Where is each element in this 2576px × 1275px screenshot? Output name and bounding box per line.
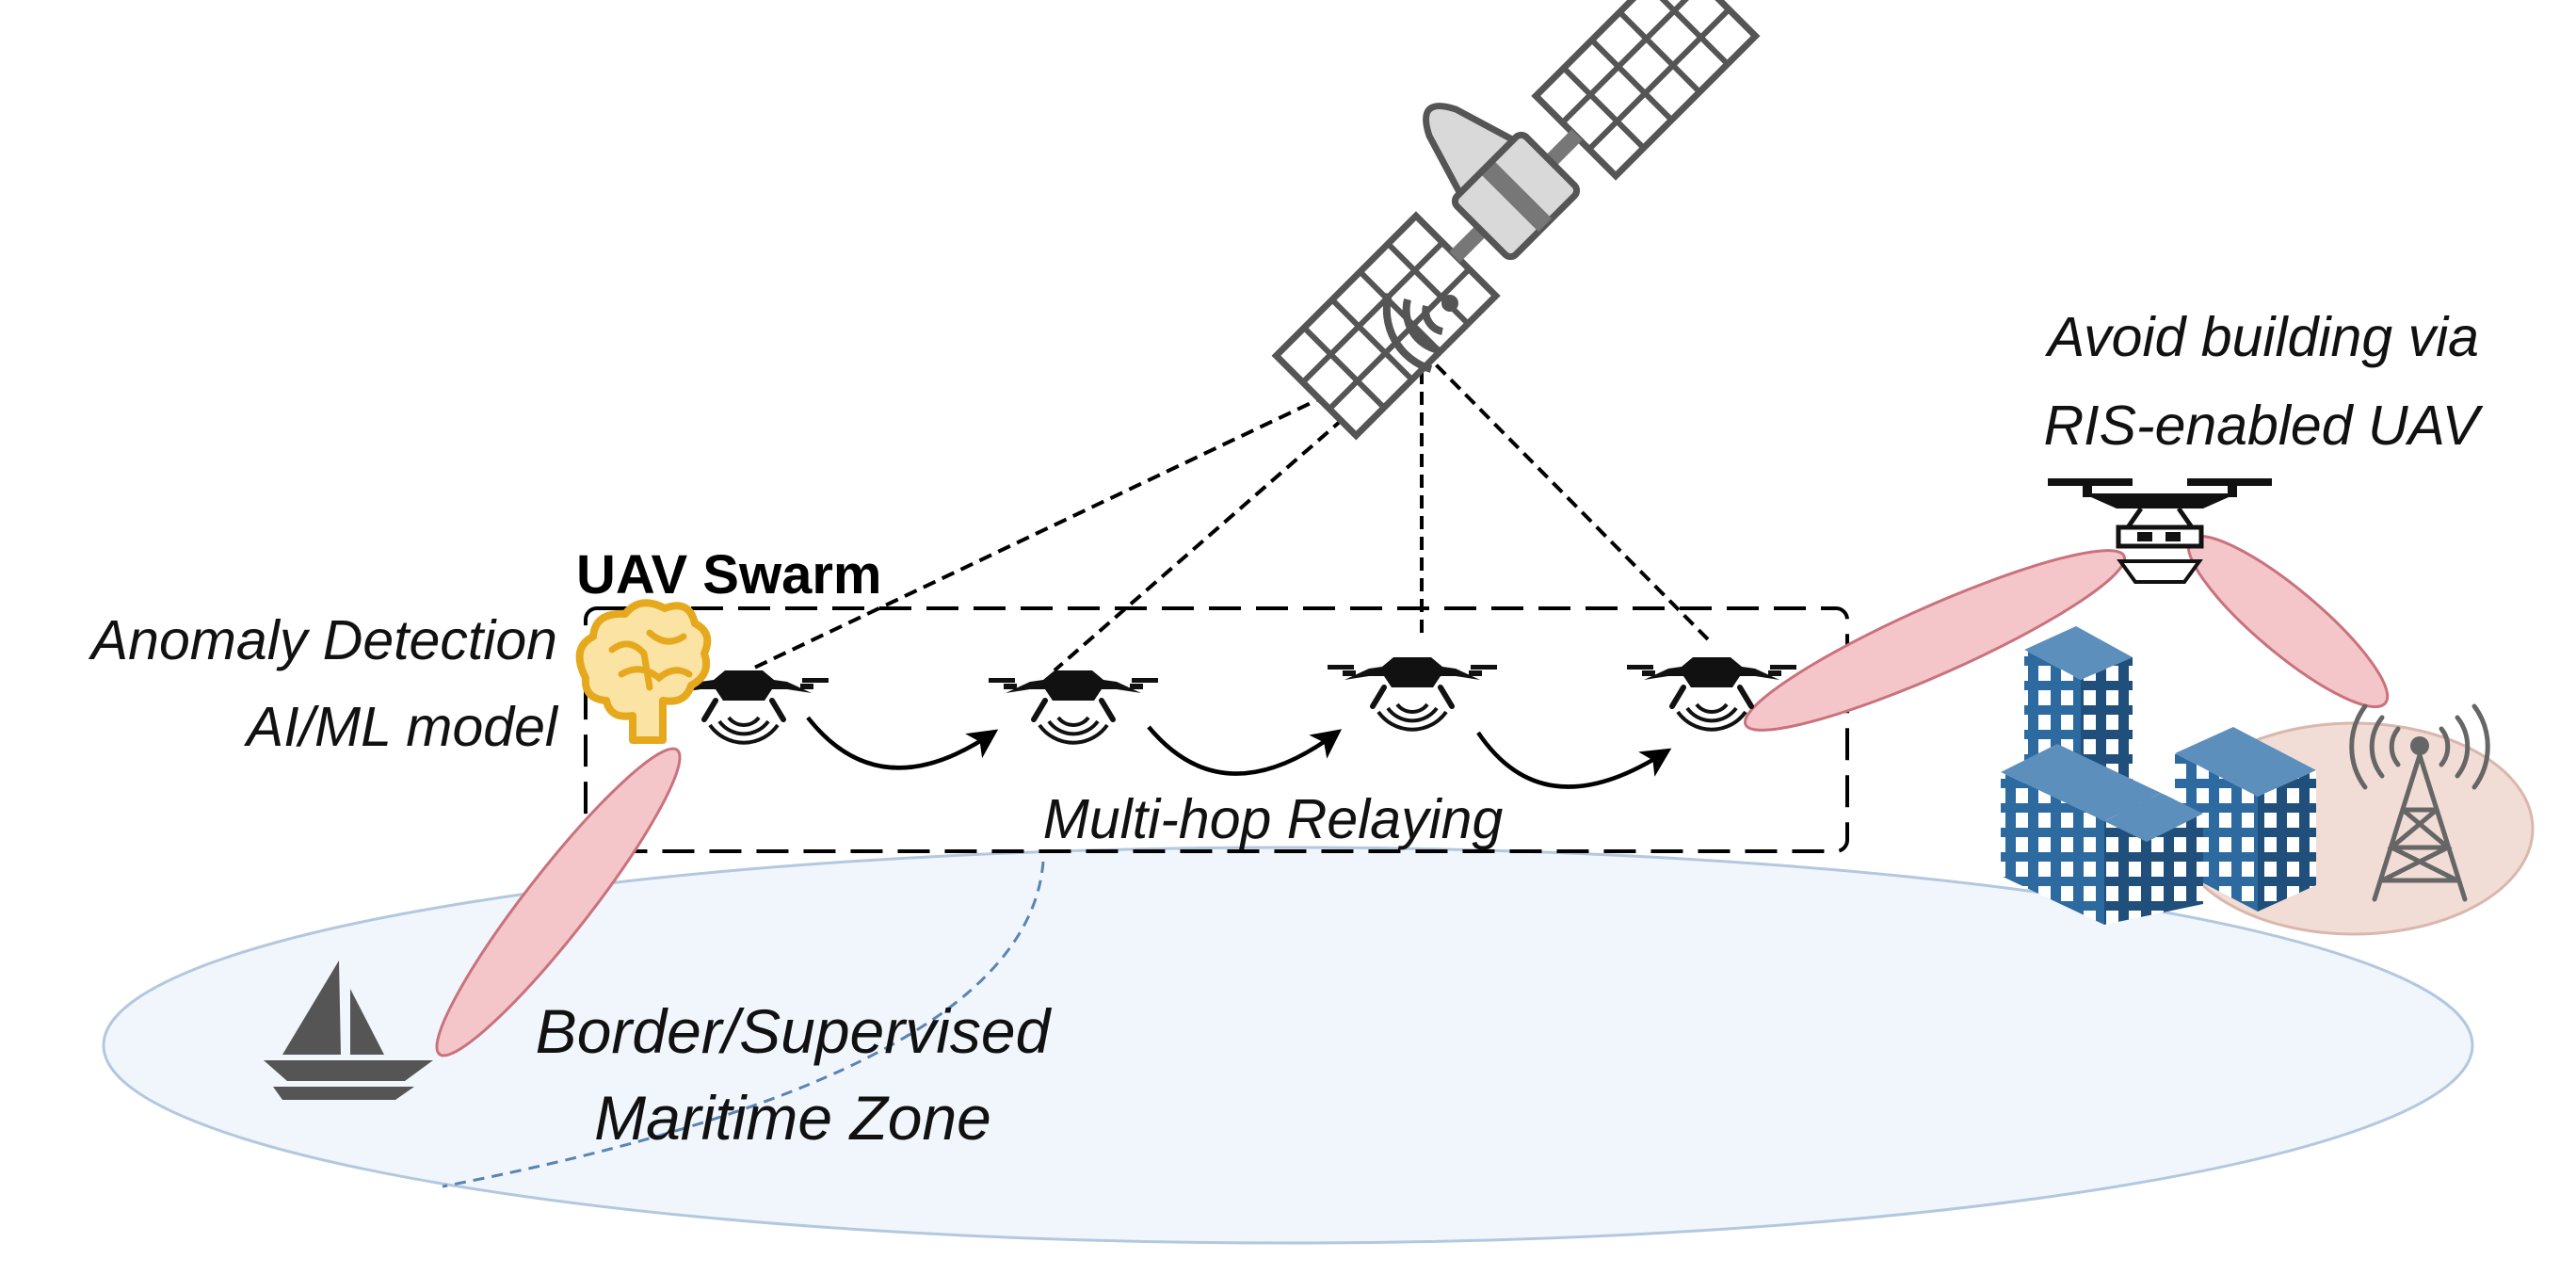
relay-arrows <box>806 716 1672 789</box>
uav-drone-icon <box>1328 657 1497 730</box>
building-icon <box>2001 626 2316 925</box>
satellite-links <box>748 348 1711 672</box>
multi-hop-relaying-label: Multi-hop Relaying <box>1043 788 1504 850</box>
anomaly-detection-label: Anomaly Detection <box>89 609 557 671</box>
ship-icon <box>264 960 433 1100</box>
maritime-zone <box>102 846 2474 1245</box>
beam-to-ship <box>435 747 682 1057</box>
ris-label-line1: Avoid building via <box>2045 306 2479 368</box>
ris-label-line2: RIS-enabled UAV <box>2044 395 2484 457</box>
uav-swarm-boundary <box>584 606 1849 853</box>
uav-drone-icon <box>989 670 1158 743</box>
maritime-zone-label-line1: Border/Supervised <box>536 996 1053 1066</box>
beam-to-ris-uav <box>1743 549 2127 732</box>
zone-link <box>442 861 1045 1188</box>
cell-tower-icon <box>2349 703 2490 902</box>
brain-icon <box>575 599 712 744</box>
maritime-zone-label-line2: Maritime Zone <box>594 1083 991 1153</box>
beam-to-tower <box>2186 534 2390 709</box>
ai-ml-model-label: AI/ML model <box>244 696 559 758</box>
ris-uav-icon <box>2048 478 2272 584</box>
uav-swarm-label: UAV Swarm <box>576 544 881 605</box>
satellite-icon <box>1271 0 1761 441</box>
